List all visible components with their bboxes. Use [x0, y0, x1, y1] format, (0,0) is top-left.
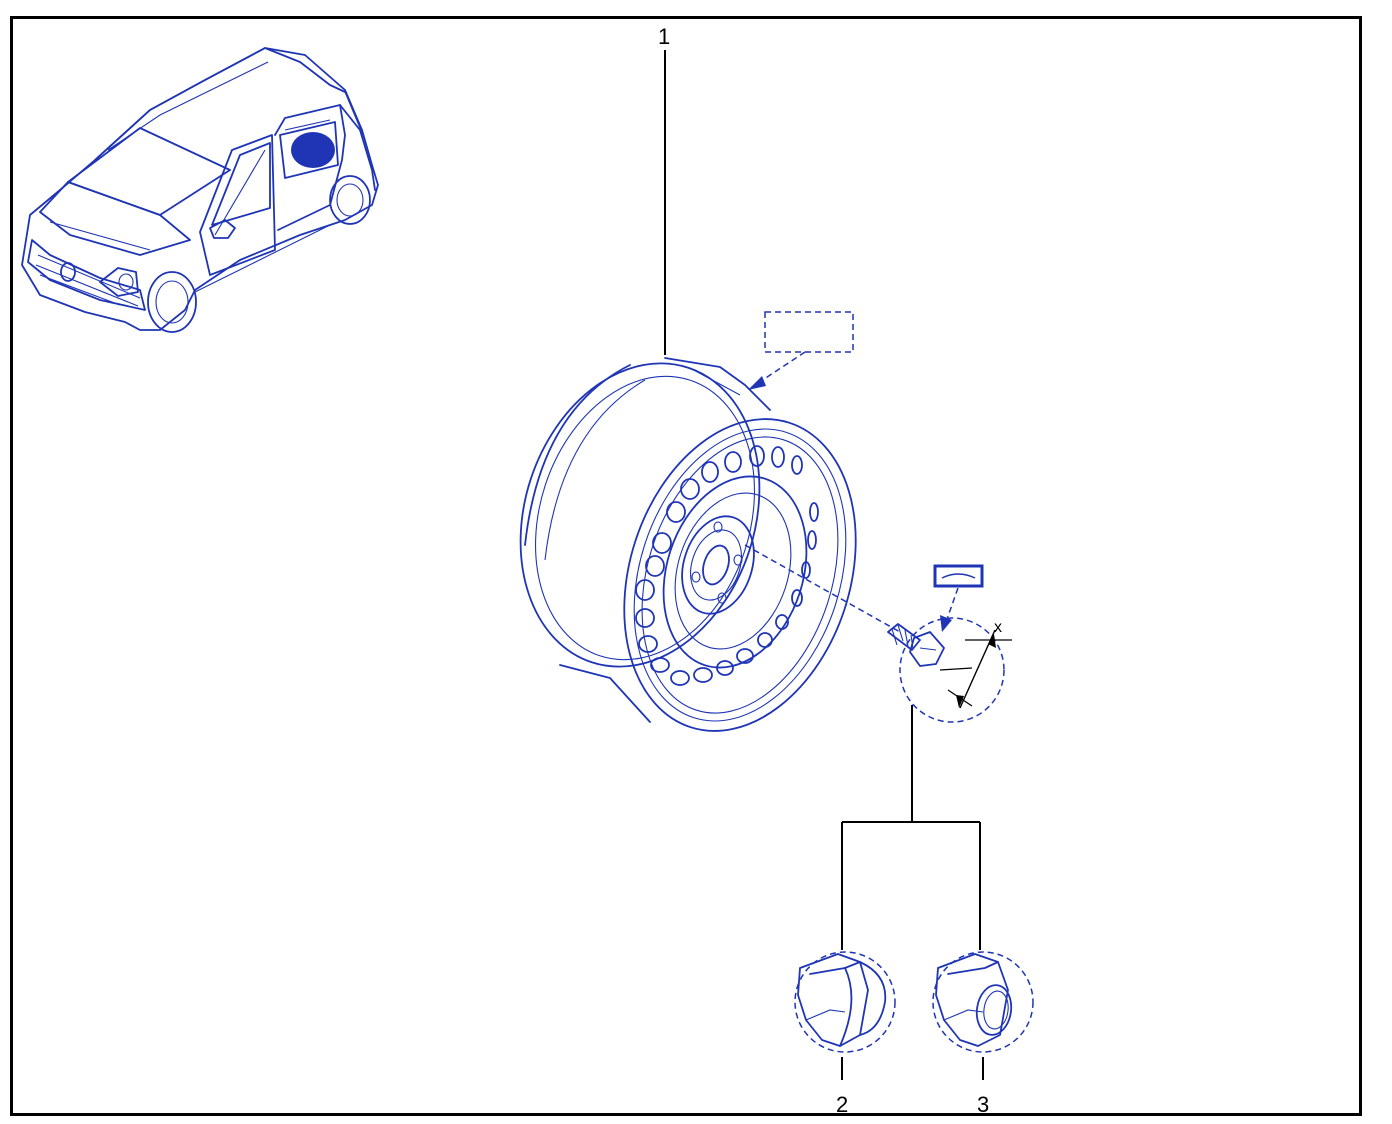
part-2-closed-nut: [794, 951, 896, 1053]
bolt-detail-circle: x: [899, 617, 1012, 723]
tightening-torque-symbol-icon: [933, 564, 984, 632]
steel-wheel-rim: [519, 357, 857, 732]
diagram-frame: [10, 16, 1362, 1116]
callout-bracket: [841, 705, 981, 950]
mounting-axis-line: [744, 544, 901, 633]
wheel-bolt: [887, 623, 945, 667]
part-3-open-nut: [932, 951, 1034, 1053]
vehicle-locator-illustration: [21, 47, 379, 333]
callout-3-label: 3: [977, 1092, 989, 1117]
highlighted-window-icon: [291, 132, 335, 168]
callout-1-label: 1: [658, 24, 670, 49]
callout-2-label: 2: [836, 1092, 848, 1117]
wheel-vent-holes: [635, 445, 819, 686]
dimension-x-label: x: [994, 619, 1002, 636]
reference-label-placeholder: [748, 311, 854, 390]
